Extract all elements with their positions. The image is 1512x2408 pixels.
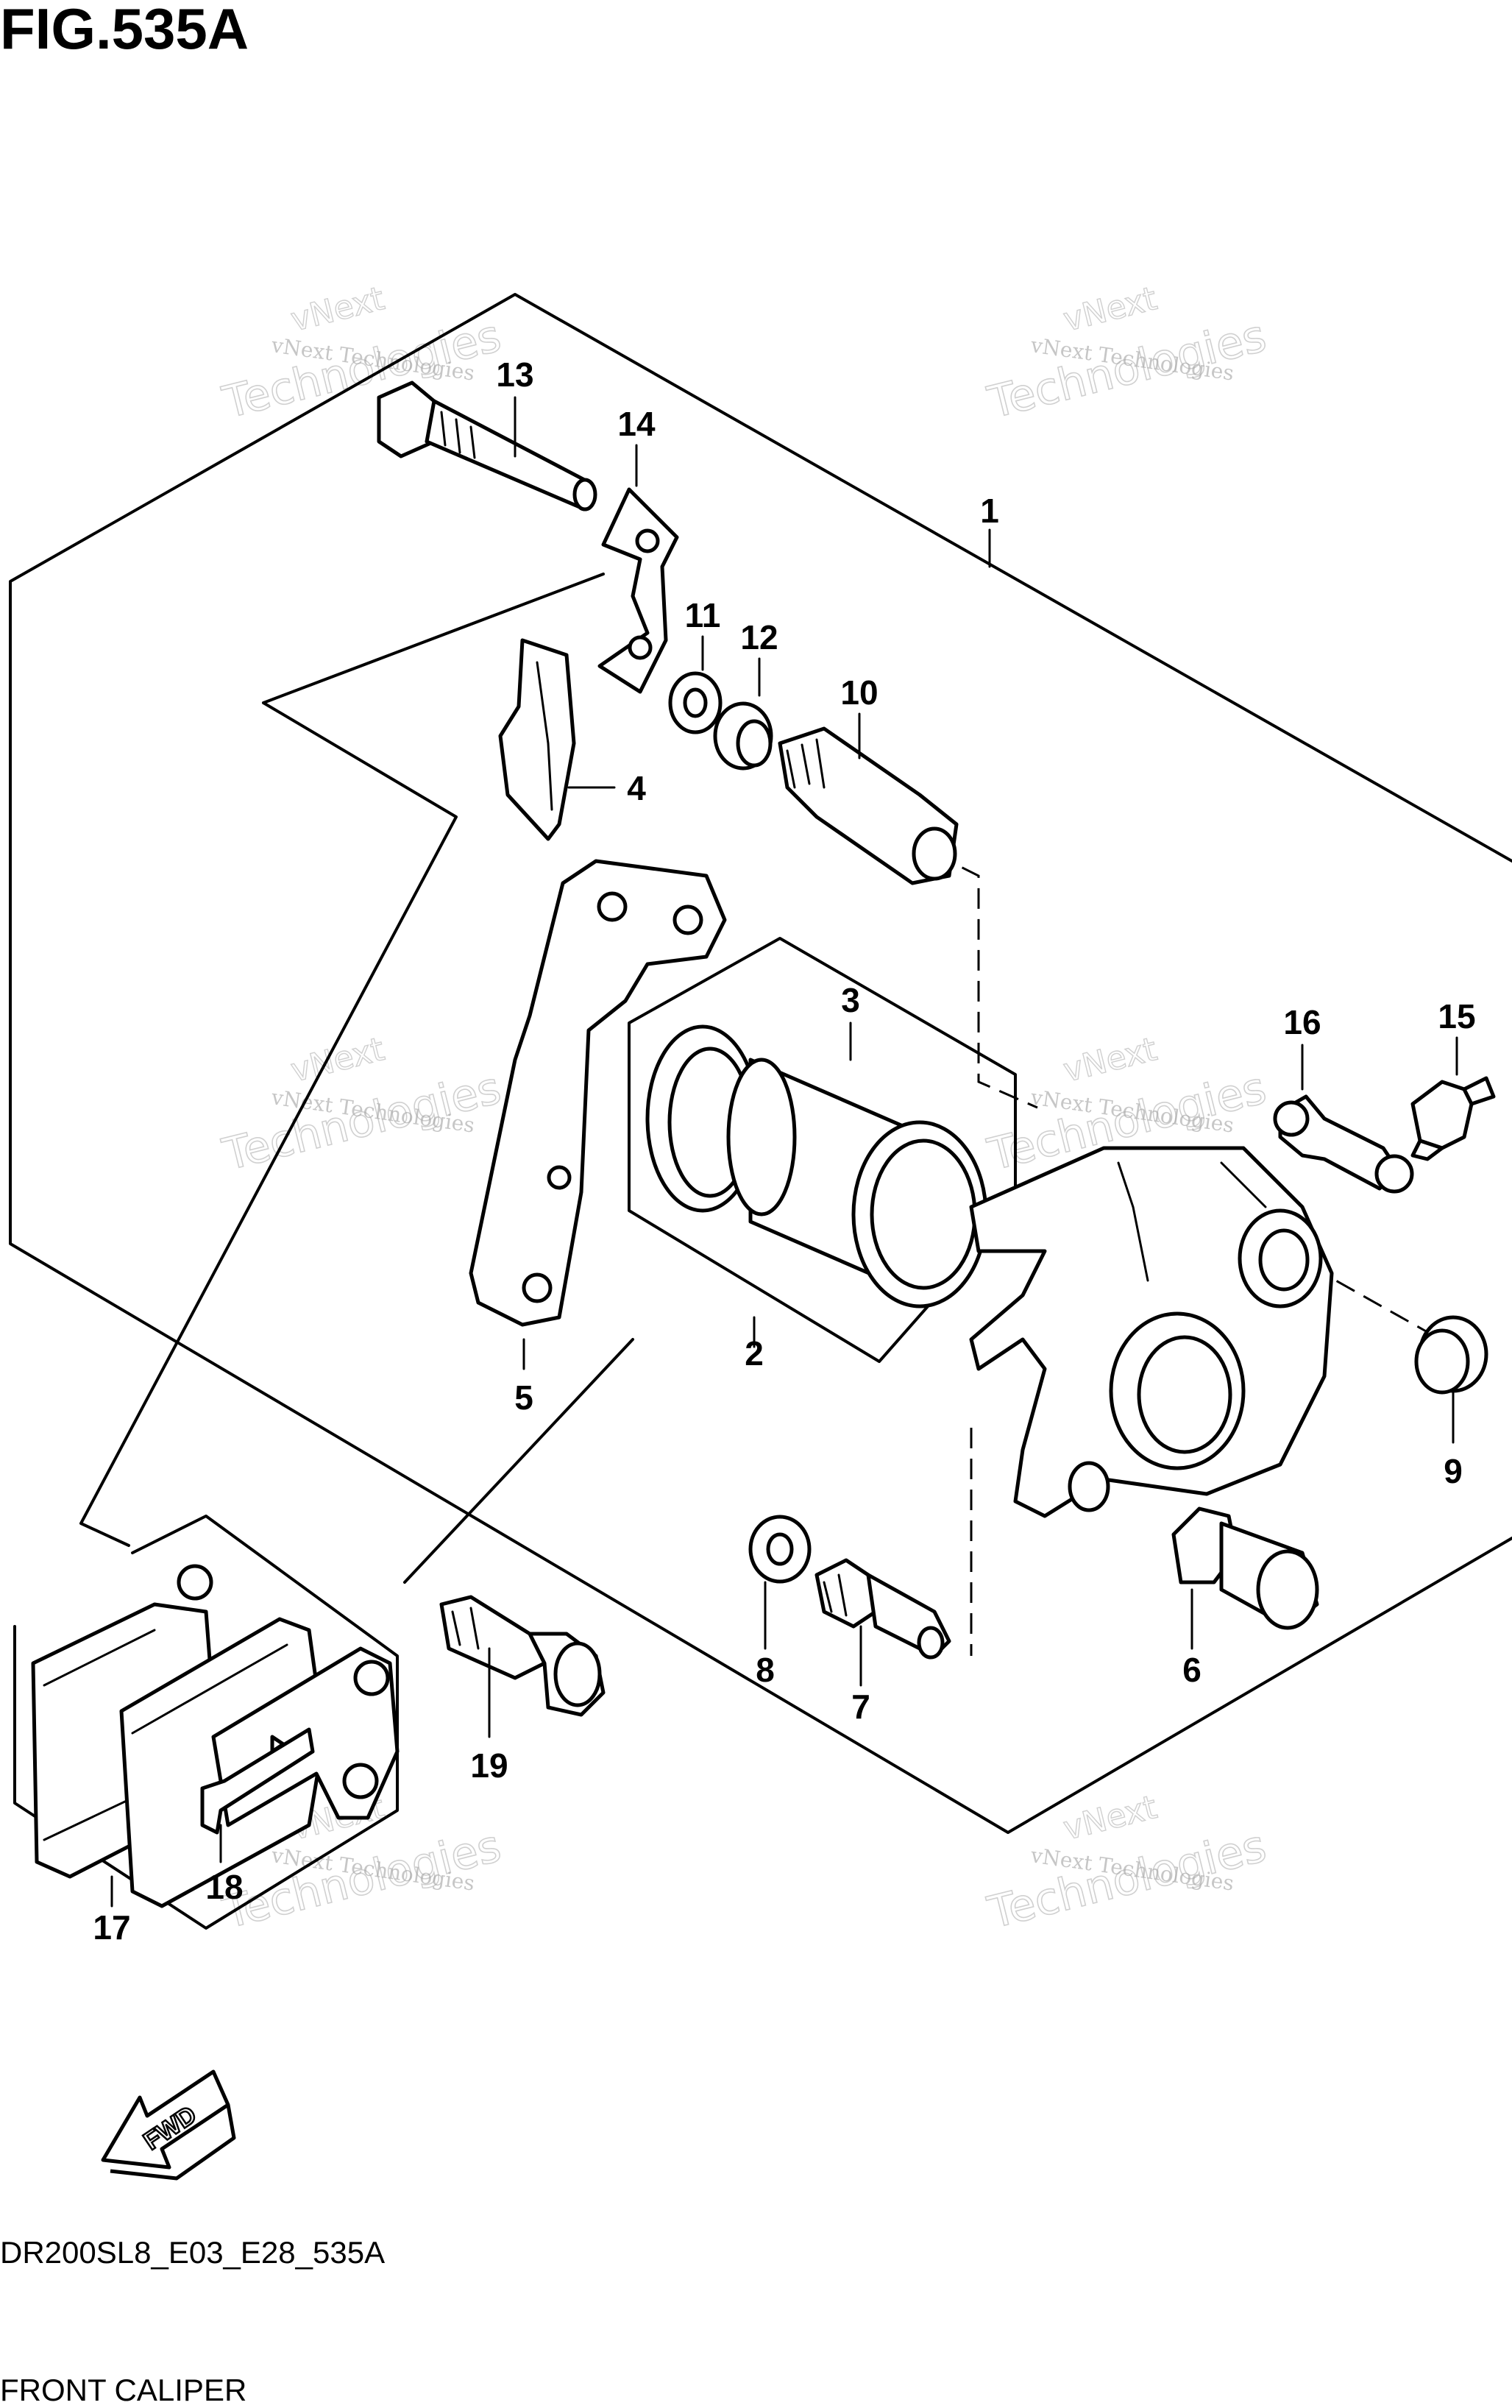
svg-text:Technologies: Technologies — [983, 310, 1271, 428]
figure-caption: FRONT CALIPER — [0, 2373, 246, 2407]
part-5-bracket — [469, 859, 727, 1327]
callout-17: 17 — [93, 1908, 130, 1947]
part-12-boot — [713, 701, 773, 771]
svg-text:vNext: vNext — [1060, 1788, 1160, 1848]
part-2-piston — [726, 1058, 988, 1309]
watermark-mid-left: vNext vNext Technologies Technologies — [217, 1030, 506, 1181]
alignment-line-pin — [934, 852, 1038, 1109]
pad-group-outline — [13, 1515, 399, 1930]
callout-7: 7 — [851, 1688, 870, 1726]
svg-text:Technologies: Technologies — [983, 1820, 1271, 1938]
callout-13: 13 — [496, 355, 533, 394]
callout-3: 3 — [841, 981, 860, 1019]
leader-lines — [110, 396, 1458, 1908]
figure-code: DR200SL8_E03_E28_535A — [0, 2235, 385, 2270]
part-11-washer — [668, 671, 723, 734]
callout-11: 11 — [685, 596, 721, 634]
callout-5: 5 — [514, 1378, 533, 1417]
callout-1: 1 — [980, 492, 999, 530]
assembly-outline — [9, 293, 1512, 1834]
fwd-arrow: FWD — [101, 2069, 236, 2181]
svg-text:Technologies: Technologies — [218, 310, 506, 428]
callout-10: 10 — [840, 673, 878, 712]
bracket-group-outline — [79, 573, 634, 1584]
part-19-bolt — [439, 1595, 606, 1717]
watermark-top-right: vNext vNext Technologies Technologies — [982, 279, 1271, 429]
callout-18: 18 — [205, 1868, 243, 1906]
part-7-bolt — [814, 1558, 951, 1660]
callout-4: 4 — [627, 769, 646, 807]
svg-text:vNext: vNext — [1060, 1030, 1160, 1090]
callout-6: 6 — [1182, 1651, 1202, 1689]
part-14-lock-plate — [597, 487, 679, 694]
callout-14: 14 — [617, 405, 656, 443]
callout-8: 8 — [756, 1651, 775, 1689]
svg-text:vNext: vNext — [1060, 280, 1160, 339]
part-9-plug — [1414, 1315, 1488, 1395]
callout-15: 15 — [1438, 997, 1475, 1035]
callout-2: 2 — [745, 1334, 764, 1373]
part-8-washer — [748, 1515, 812, 1584]
callout-9: 9 — [1444, 1452, 1463, 1490]
part-6-bolt — [1171, 1506, 1319, 1630]
callout-12: 12 — [740, 618, 778, 656]
part-10-slide-pin — [778, 726, 959, 885]
caliper-body — [969, 1146, 1334, 1518]
figure-title: FIG.535A — [0, 0, 249, 61]
callout-19: 19 — [470, 1746, 508, 1785]
part-16-cap — [1273, 1094, 1414, 1194]
part-4-pad-spring — [498, 638, 576, 841]
svg-text:Technologies: Technologies — [218, 1062, 506, 1180]
alignment-line-cap — [1309, 1264, 1428, 1334]
part-13-pin-bolt — [377, 380, 597, 511]
callout-16: 16 — [1283, 1003, 1321, 1041]
svg-text:vNext: vNext — [287, 280, 388, 339]
watermark-top-left: vNext vNext Technologies Technologies — [217, 279, 506, 429]
watermark-bottom-right: vNext vNext Technologies Technologies — [982, 1788, 1271, 1939]
part-18-shim — [200, 1727, 315, 1835]
part-15-bleeder-valve — [1410, 1076, 1496, 1161]
